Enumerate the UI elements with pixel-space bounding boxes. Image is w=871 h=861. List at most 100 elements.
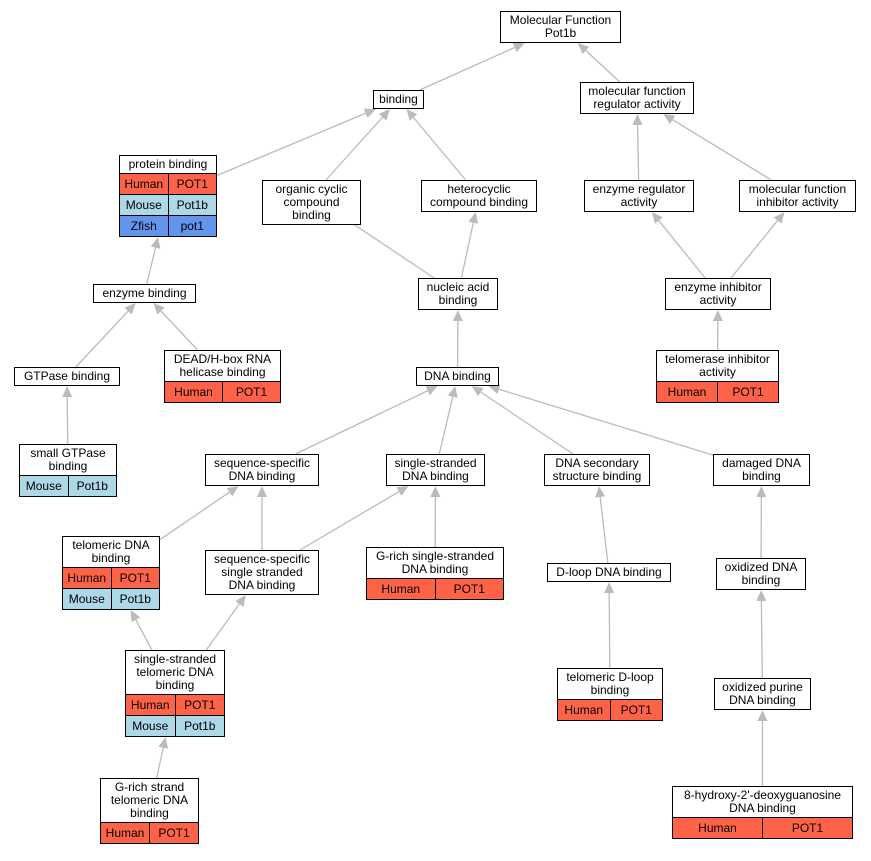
edge-oxidized-dna-to-damaged-dna — [756, 486, 767, 559]
edge-enzyme-binding-to-protein-binding — [146, 237, 161, 285]
edge-line — [160, 310, 199, 351]
species-cell: Human — [564, 703, 604, 717]
arrowhead-icon — [773, 212, 785, 224]
arrowhead-icon — [452, 310, 463, 322]
arrowhead-icon — [363, 108, 376, 118]
node-label: GTPase binding — [23, 369, 111, 383]
arrowhead-icon — [512, 42, 525, 53]
arrowhead-icon — [153, 303, 165, 315]
edge-line — [295, 390, 428, 455]
gene-cell: Pot1b — [167, 195, 217, 215]
node-binding: binding — [373, 90, 424, 109]
gene-cell: Pot1b — [110, 589, 160, 609]
edge-dna-secondary-to-dna-binding — [471, 386, 574, 455]
node-heterocyclic: heterocyclic compound binding — [421, 180, 537, 212]
node-label: Molecular Function Pot1b — [509, 13, 612, 40]
species-cell: Mouse — [68, 592, 105, 606]
arrowhead-icon — [396, 486, 409, 496]
edge-seq-specific-ss-to-seq-specific — [257, 486, 267, 550]
species-cell: Mouse — [25, 479, 62, 493]
edge-line — [658, 220, 706, 279]
node-label: DNA binding — [424, 369, 491, 383]
edge-mf-regulator-activity-to-molecular-function — [577, 43, 621, 83]
node-label: sequence-specific single stranded DNA bi… — [213, 552, 311, 592]
edge-line — [730, 220, 779, 279]
gene-cell: POT1 — [167, 174, 217, 194]
edge-line — [325, 116, 384, 181]
edge-8-hydroxy-to-oxidized-purine — [757, 710, 768, 786]
species-cell: Human — [105, 826, 145, 840]
arrowhead-icon — [406, 109, 418, 121]
arrowhead-icon — [756, 590, 767, 602]
edge-line — [205, 603, 240, 651]
arrowhead-icon — [447, 386, 458, 398]
node-label: binding — [379, 92, 418, 106]
arrowhead-icon — [158, 737, 169, 749]
arrowhead-icon — [595, 486, 606, 498]
edge-line — [608, 592, 611, 669]
arrowhead-icon — [124, 303, 136, 315]
edge-telomeric-dna-to-seq-specific — [159, 486, 239, 541]
edge-line — [216, 112, 366, 177]
edge-ss-telomeric-to-telomeric-dna — [130, 610, 153, 651]
edge-line — [636, 124, 640, 181]
gene-cell: POT1 — [434, 579, 504, 599]
edge-line — [412, 117, 467, 181]
edge-enzyme-regulator-to-mf-regulator-activity — [632, 114, 643, 181]
edge-dna-binding-to-nucleic-acid — [452, 310, 463, 368]
gene-cell: POT1 — [717, 382, 778, 402]
edge-line — [344, 217, 435, 279]
species-cell: Human — [124, 177, 164, 191]
node-dna-binding: DNA binding — [416, 367, 499, 386]
node-gtpase-binding: GTPase binding — [14, 367, 120, 386]
arrowhead-icon — [756, 486, 767, 498]
arrowhead-icon — [62, 386, 73, 398]
edge-damaged-dna-to-dna-binding — [488, 384, 714, 456]
edge-line — [146, 247, 157, 285]
gene-cell: POT1 — [149, 823, 198, 843]
node-label: G-rich single-stranded DNA binding — [375, 549, 495, 576]
node-mf-inhibitor: molecular function inhibitor activity — [739, 180, 856, 212]
edge-ss-telomeric-to-seq-specific-ss — [205, 595, 246, 651]
node-nucleic-acid: nucleic acid binding — [418, 278, 498, 310]
edge-line — [159, 491, 230, 541]
arrowhead-icon — [468, 212, 479, 224]
node-label: 8-hydroxy-2'-deoxyguanosine DNA binding — [683, 788, 842, 815]
species-cell: Human — [67, 571, 107, 585]
edge-g-rich-strand-to-ss-telomeric — [156, 737, 169, 779]
edge-d-loop-to-dna-secondary — [595, 486, 609, 564]
gene-cell: POT1 — [174, 695, 225, 715]
arrowhead-icon — [712, 310, 723, 322]
node-label: molecular function regulator activity — [588, 84, 686, 111]
gene-cell: POT1 — [222, 382, 280, 402]
gene-cell: pot1 — [167, 216, 217, 236]
arrowhead-icon — [378, 109, 390, 121]
edge-line — [599, 496, 609, 564]
node-label: enzyme inhibitor activity — [674, 280, 762, 307]
node-label: sequence-specific DNA binding — [213, 456, 311, 483]
edge-binding-to-molecular-function — [419, 42, 525, 91]
edge-line — [135, 619, 153, 651]
node-organic-cyclic: organic cyclic compound binding — [262, 180, 361, 225]
arrowhead-icon — [663, 114, 676, 124]
node-label: enzyme binding — [102, 286, 187, 300]
species-cell: Mouse — [132, 719, 169, 733]
species-cell: Human — [381, 582, 421, 596]
arrowhead-icon — [425, 386, 438, 396]
node-dna-secondary: DNA secondary structure binding — [544, 454, 650, 486]
node-label: single-stranded telomeric DNA binding — [133, 652, 217, 692]
arrowhead-icon — [130, 610, 141, 623]
species-cell: Human — [667, 385, 707, 399]
